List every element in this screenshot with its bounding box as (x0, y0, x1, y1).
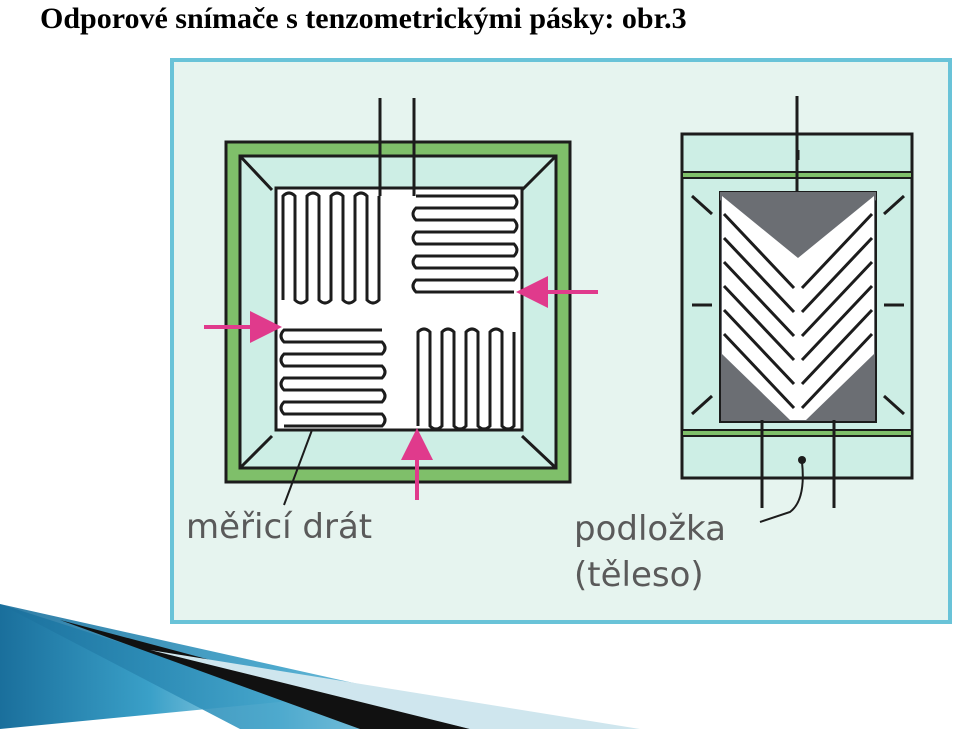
slide-title: Odporové snímače s tenzometrickými pásky… (40, 2, 687, 35)
label-measuring-wire: měřicí drát (186, 507, 372, 547)
grid-top-left (281, 191, 381, 305)
chevron-gauge (680, 96, 914, 523)
label-body: (těleso) (574, 555, 704, 595)
rosette-gauge (204, 98, 598, 506)
grid-bottom-left (279, 328, 387, 428)
label-substrate: podložka (574, 509, 726, 549)
chevron-stripes (722, 212, 874, 410)
